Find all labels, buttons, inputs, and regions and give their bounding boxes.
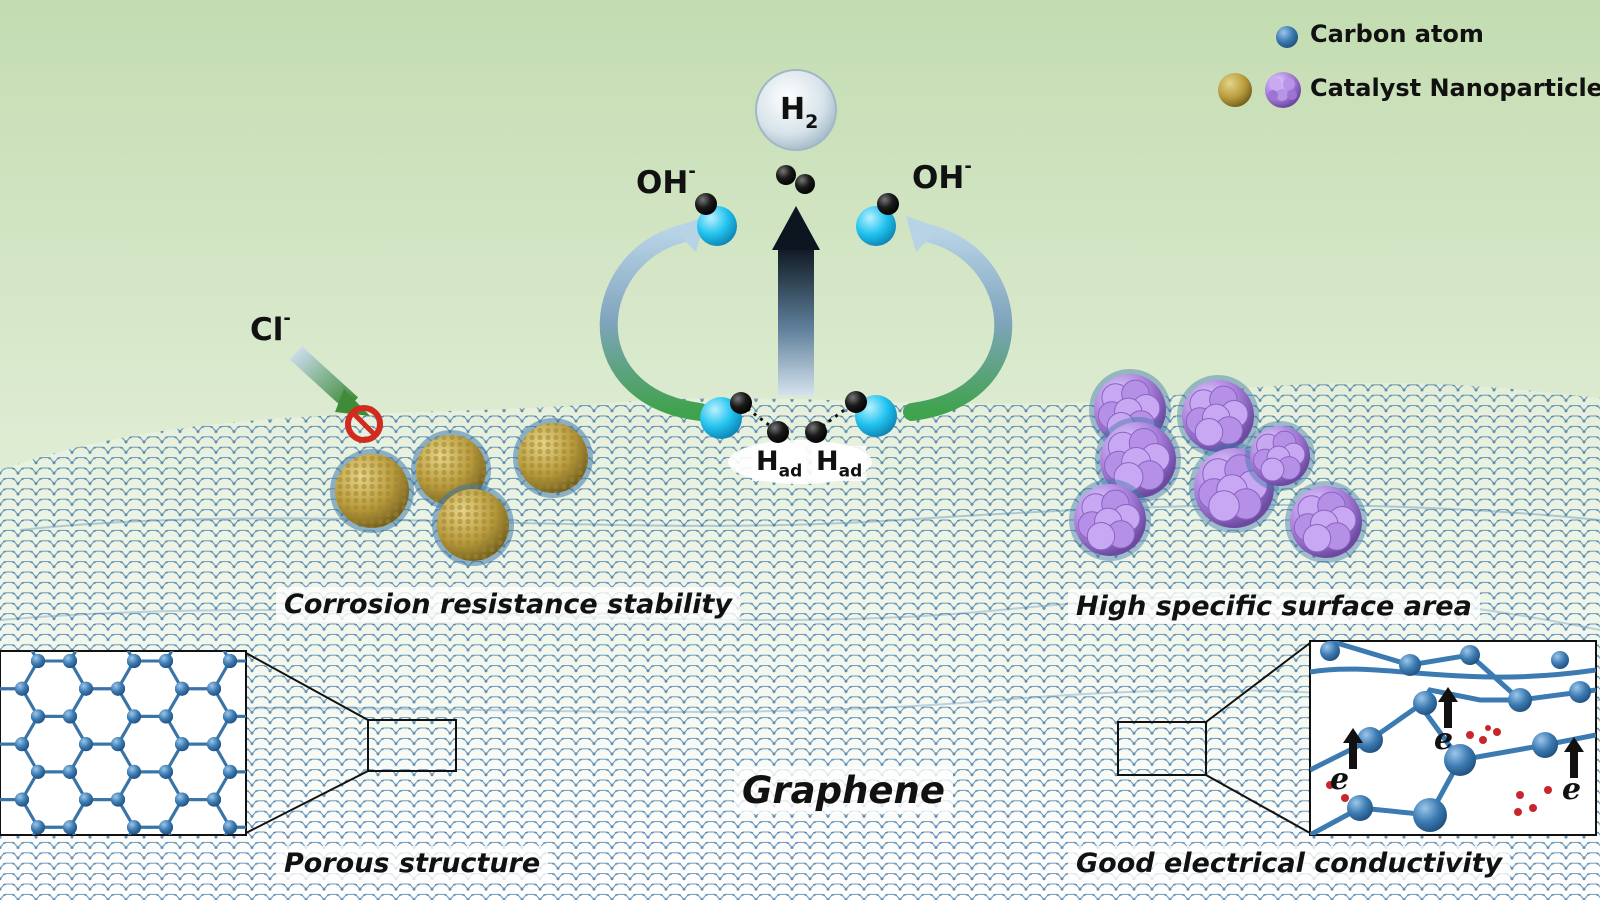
purple-nanoparticle bbox=[1189, 443, 1279, 533]
adsorbed-hydrogen-atom bbox=[805, 421, 827, 443]
purple-nanoparticle bbox=[1069, 479, 1151, 561]
electron-label: e bbox=[1434, 722, 1454, 757]
zoom-box bbox=[1117, 721, 1207, 776]
chloride-label: Cl- bbox=[250, 308, 291, 348]
oh-left-label: OH- bbox=[636, 161, 696, 201]
purple-nanoparticle bbox=[1245, 421, 1315, 491]
surface-area-caption: High specific surface area bbox=[1068, 589, 1480, 624]
h2-bubble bbox=[755, 69, 837, 151]
conductivity-caption: Good electrical conductivity bbox=[1068, 846, 1511, 881]
right-curved-arrow bbox=[903, 216, 1013, 421]
hydrogen-atom bbox=[776, 165, 796, 185]
purple-nanoparticle bbox=[1285, 481, 1367, 563]
gold-nanoparticle bbox=[432, 484, 514, 566]
purple-particle-legend-icon bbox=[1265, 72, 1301, 108]
hydrogen-atom bbox=[695, 193, 717, 215]
legend bbox=[1218, 26, 1301, 108]
corrosion-caption: Corrosion resistance stability bbox=[276, 587, 740, 622]
legend-carbon-atom-label: Carbon atom bbox=[1310, 20, 1484, 48]
zoom-box bbox=[367, 719, 457, 772]
oxygen-atom bbox=[856, 206, 896, 246]
oh-right-molecule bbox=[856, 193, 899, 246]
gold-nanoparticle bbox=[513, 418, 593, 498]
adsorbed-hydrogen-atom bbox=[767, 421, 789, 443]
gold-particle-legend-icon bbox=[1218, 73, 1252, 107]
conductivity-inset bbox=[1117, 640, 1597, 836]
h2-label: H2 bbox=[780, 92, 819, 133]
porous-structure-inset bbox=[0, 650, 457, 836]
porous-caption: Porous structure bbox=[276, 846, 549, 881]
adsorbed-h-label-2: Had bbox=[812, 446, 867, 482]
hydrogen-atom bbox=[730, 392, 752, 414]
carbon-atom-legend-icon bbox=[1276, 26, 1298, 48]
purple-nanoparticle bbox=[1095, 417, 1181, 503]
graphene-title: Graphene bbox=[734, 767, 953, 814]
oxygen-atom bbox=[697, 206, 737, 246]
gold-nanoparticle bbox=[330, 449, 414, 533]
h2-evolution-arrow bbox=[772, 206, 820, 396]
electron-label: e bbox=[1330, 762, 1350, 797]
adsorbed-h-label-1: Had bbox=[752, 446, 807, 482]
oh-right-label: OH- bbox=[912, 156, 972, 196]
conductivity-lattice bbox=[1310, 641, 1596, 835]
purple-nanoparticles bbox=[1069, 369, 1367, 563]
prohibition-icon bbox=[345, 405, 383, 443]
h2-molecule-group bbox=[755, 69, 837, 194]
gold-nanoparticles bbox=[330, 418, 593, 566]
electron-label: e bbox=[1562, 772, 1582, 807]
hydrogen-atom bbox=[845, 391, 867, 413]
oh-left-molecule bbox=[695, 193, 737, 246]
purple-nanoparticle bbox=[1177, 375, 1259, 457]
legend-catalyst-label: Catalyst Nanoparticles bbox=[1310, 74, 1600, 102]
hydrogen-atom bbox=[795, 174, 815, 194]
hydrogen-atom bbox=[877, 193, 899, 215]
